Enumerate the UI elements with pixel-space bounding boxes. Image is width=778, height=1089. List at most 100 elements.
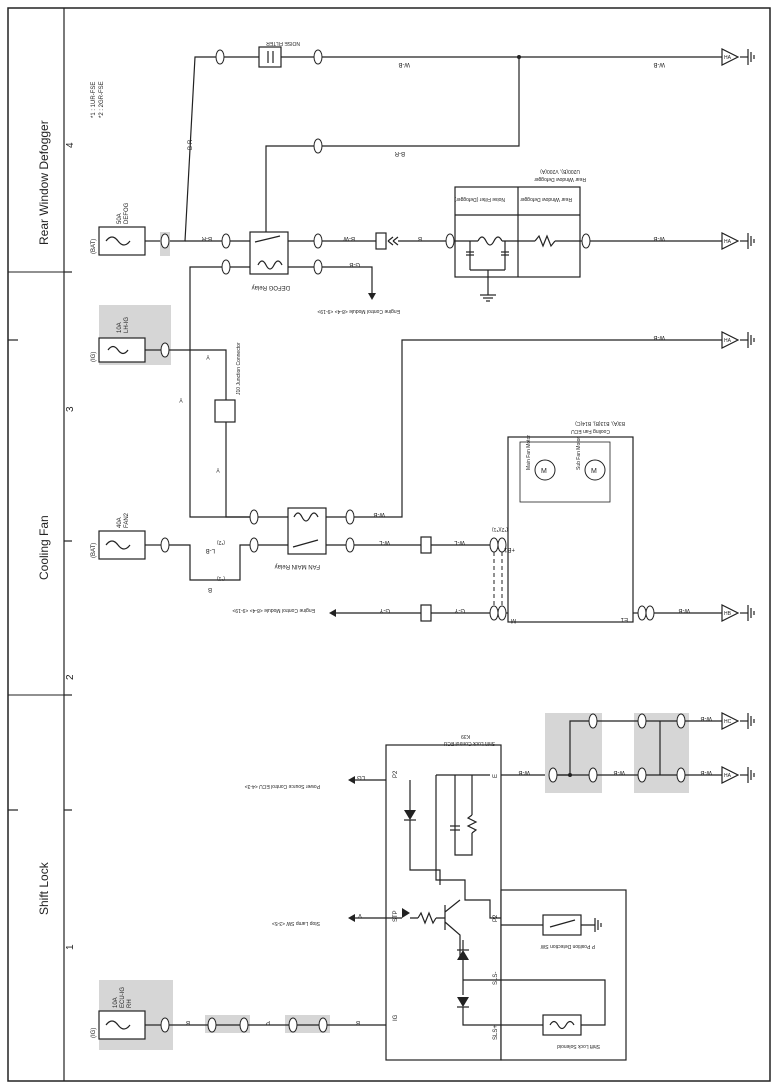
svg-text:Sub Fan Motor: Sub Fan Motor (576, 437, 582, 470)
svg-text:Engine Control Module <8-4> <9: Engine Control Module <8-4> <9-19> (317, 308, 400, 314)
svg-text:HB: HB (724, 611, 732, 617)
svg-text:W-B: W-B (613, 769, 625, 775)
svg-text:E1: E1 (620, 616, 628, 622)
fuse-ecu-ig (98, 1010, 146, 1040)
svg-text:Power Source Control ECU <4-3>: Power Source Control ECU <4-3> (245, 783, 320, 789)
section-title-cooling-fan: Cooling Fan (37, 515, 51, 580)
svg-text:Y: Y (206, 353, 210, 359)
svg-text:W-B: W-B (700, 715, 712, 721)
note-1ur: *1 : 1UR-FSE (91, 82, 97, 118)
svg-text:IG: IG (393, 1014, 399, 1021)
svg-text:Y: Y (179, 396, 183, 402)
fuse-fan2 (98, 530, 146, 560)
svg-text:L-B: L-B (206, 547, 215, 553)
ground-ha (721, 48, 740, 66)
svg-text:P Position Detection SW: P Position Detection SW (540, 943, 595, 949)
svg-text:B: B (186, 1019, 190, 1025)
svg-text:W-B: W-B (653, 334, 665, 340)
svg-text:HA: HA (724, 773, 732, 779)
shift-lock-circuit: (IG) 10A ECU-IG RH B P B K39 Shift Lock … (91, 712, 755, 1061)
main-fan-motor (534, 459, 556, 481)
fuse-defog (98, 226, 146, 256)
svg-text:B-W: B-W (343, 235, 355, 241)
svg-text:W-B: W-B (398, 61, 410, 67)
fuse-lh-ig (98, 337, 146, 363)
svg-text:(IG): (IG) (91, 352, 97, 362)
svg-text:Noise Filter (Defogger): Noise Filter (Defogger) (454, 196, 505, 202)
svg-text:50A: 50A (117, 213, 123, 224)
svg-text:Engine Control Module <8-4> <9: Engine Control Module <8-4> <9-19> (232, 607, 315, 613)
svg-text:M: M (511, 617, 516, 623)
svg-text:J10 Junction Connector: J10 Junction Connector (236, 342, 242, 395)
svg-text:10A: 10A (117, 322, 123, 333)
svg-text:(*2): (*2) (500, 526, 508, 532)
column-number: 2 (65, 674, 76, 680)
svg-text:Shift Lock Control ECU: Shift Lock Control ECU (443, 740, 495, 746)
svg-text:G-Y: G-Y (379, 607, 390, 613)
svg-text:W-B: W-B (653, 61, 665, 67)
junction-connector (214, 399, 236, 423)
svg-text:NOISE FILTER: NOISE FILTER (266, 40, 300, 46)
svg-text:LG: LG (357, 774, 365, 780)
svg-text:10A: 10A (113, 997, 119, 1008)
svg-text:+B1: +B1 (503, 546, 515, 552)
connector-pin (215, 49, 225, 65)
p-position-detection-sw (542, 914, 582, 936)
section-title-shift-lock: Shift Lock (37, 861, 51, 915)
svg-text:K39: K39 (461, 733, 470, 739)
column-number: 1 (65, 944, 76, 950)
svg-text:(BAT): (BAT) (91, 543, 97, 558)
svg-text:B-R: B-R (394, 150, 405, 156)
shift-lock-control-ecu (385, 744, 502, 1061)
svg-text:B3(A), B13(B), B14(C): B3(A), B13(B), B14(C) (575, 420, 625, 426)
svg-text:M: M (541, 468, 547, 475)
border-ticks (8, 271, 72, 811)
svg-text:Rear Window Defogger: Rear Window Defogger (534, 176, 586, 182)
column-number: 4 (65, 142, 76, 148)
svg-text:HC: HC (724, 719, 732, 725)
page-frame (7, 7, 771, 1082)
cooling-fan-circuit: (IG) 10A LH-IG Y J10 Junction Connector … (91, 305, 755, 623)
svg-text:Cooling Fan ECU: Cooling Fan ECU (571, 428, 610, 434)
svg-text:Rear Window Defogger: Rear Window Defogger (520, 196, 572, 202)
svg-text:Y: Y (216, 466, 220, 472)
svg-text:STP: STP (393, 910, 399, 922)
svg-text:40A: 40A (117, 517, 123, 528)
svg-text:G-B: G-B (349, 261, 360, 267)
svg-text:Shift Lock Solenoid: Shift Lock Solenoid (557, 1043, 600, 1049)
svg-text:M: M (591, 468, 597, 475)
svg-text:SLS+: SLS+ (493, 1025, 499, 1040)
svg-text:W-B: W-B (653, 235, 665, 241)
svg-text:B: B (208, 586, 212, 592)
svg-text:W-L: W-L (453, 539, 465, 545)
svg-text:Stop Lamp SW <3-5>: Stop Lamp SW <3-5> (272, 920, 320, 926)
svg-text:FAN MAIN Relay: FAN MAIN Relay (275, 563, 320, 569)
column-number: 3 (65, 406, 76, 412)
svg-text:FAN2: FAN2 (124, 512, 130, 528)
section-title-rear-window-defogger: Rear Window Defogger (37, 120, 51, 245)
svg-text:(IG): (IG) (91, 1028, 97, 1038)
svg-text:P: P (266, 1019, 270, 1025)
svg-text:ECU-IG: ECU-IG (120, 987, 126, 1008)
svg-text:(*1): (*1) (217, 575, 225, 581)
svg-text:P2: P2 (393, 770, 399, 778)
note-2gr: *2 : 2GR-FSE (99, 81, 105, 118)
svg-text:Main Fan Motor: Main Fan Motor (526, 435, 532, 470)
svg-text:W-B: W-B (373, 511, 385, 517)
svg-text:DEFOG Relay: DEFOG Relay (252, 284, 290, 290)
svg-text:W-L: W-L (378, 539, 390, 545)
rear-window-defogger-circuit: (BAT) 50A DEFOG B-R NOISE FILTER W-B W-B… (91, 40, 755, 518)
svg-text:B-R: B-R (188, 139, 194, 150)
svg-text:W-B: W-B (678, 607, 690, 613)
svg-text:SLS-: SLS- (493, 972, 499, 985)
svg-text:(*2): (*2) (217, 539, 225, 545)
svg-text:W-B: W-B (518, 769, 530, 775)
svg-text:B: B (418, 235, 422, 241)
sub-fan-motor (584, 459, 606, 481)
svg-text:W-B: W-B (700, 769, 712, 775)
svg-text:DEFOG: DEFOG (124, 202, 130, 224)
svg-text:V: V (358, 912, 362, 918)
svg-text:HA: HA (724, 338, 732, 344)
